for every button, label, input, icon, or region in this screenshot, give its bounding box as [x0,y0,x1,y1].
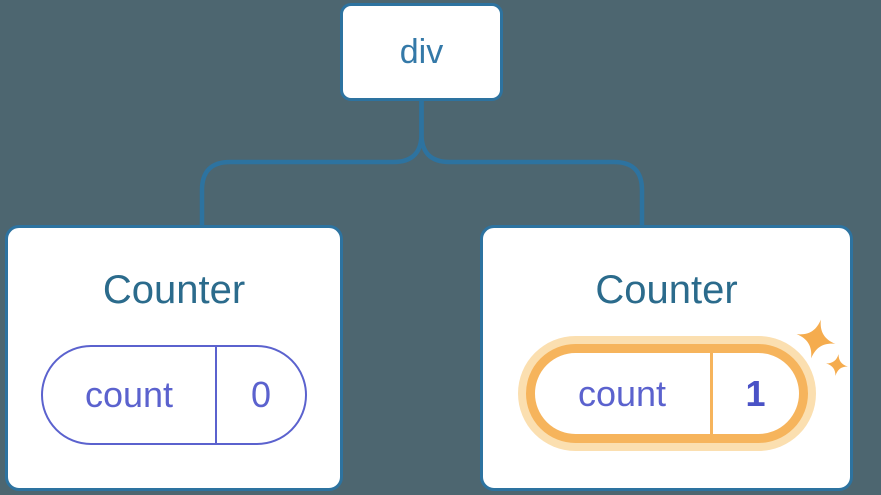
connector-branch-right [419,99,645,228]
sparkle-icon-large [796,319,836,359]
root-node-label: div [399,32,444,71]
counter-card-left: Counter count 0 [5,225,343,491]
connector-branch-left [199,99,424,228]
sparkles-icon [796,319,848,376]
state-key: count [43,347,217,443]
state-key: count [535,353,713,434]
state-value: 1 [745,372,766,414]
counter-card-right: Counter count 1 [480,225,853,491]
component-title: Counter [595,268,738,312]
root-node-div: div [340,3,503,101]
state-pill: count 0 [41,345,307,445]
state-value: 0 [250,374,272,415]
state-pill-highlighted: count 1 [525,344,808,443]
sparkle-icon-small [826,354,848,376]
component-title: Counter [102,268,246,312]
